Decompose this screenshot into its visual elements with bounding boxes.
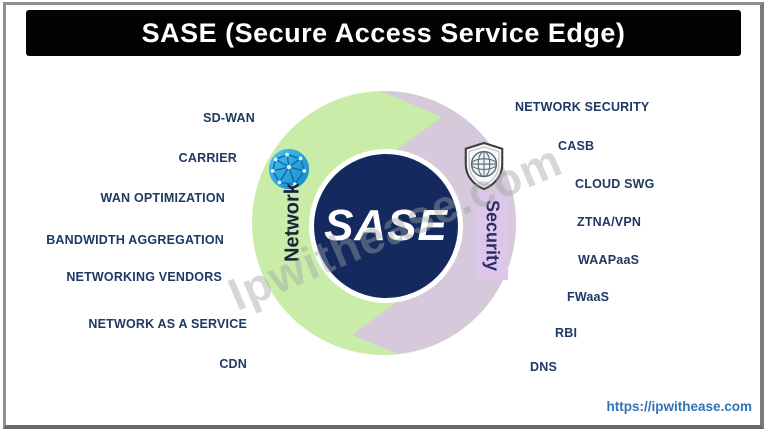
security-list-item: RBI <box>555 326 578 340</box>
network-list-item: CDN <box>219 357 247 371</box>
page-title: SASE (Secure Access Service Edge) <box>141 17 626 48</box>
security-list-item: CLOUD SWG <box>575 177 655 191</box>
security-list-item: ZTNA/VPN <box>577 215 642 229</box>
network-list-item: SD-WAN <box>203 111 255 125</box>
security-list-item: NETWORK SECURITY <box>515 100 650 114</box>
security-list-item: FWaaS <box>567 290 610 304</box>
header-bar: SASE (Secure Access Service Edge) <box>26 10 741 56</box>
shield-globe-icon <box>464 141 504 191</box>
security-arc-label: Security <box>476 192 508 280</box>
security-list-item: DNS <box>530 360 557 374</box>
network-list-item: CARRIER <box>178 151 237 165</box>
network-list-item: WAN OPTIMIZATION <box>100 191 225 205</box>
network-list-item: BANDWIDTH AGGREGATION <box>46 233 224 247</box>
network-arc-label: Network <box>281 183 304 263</box>
network-list-item: NETWORK AS A SERVICE <box>88 317 247 331</box>
footer-url-link[interactable]: https://ipwithease.com <box>606 399 752 414</box>
security-list-item: CASB <box>558 139 595 153</box>
security-list-item: WAAPaaS <box>578 253 640 267</box>
network-list-item: NETWORKING VENDORS <box>66 270 222 284</box>
center-circle <box>314 154 458 298</box>
network-globe-icon <box>268 148 310 190</box>
center-sase-label: SASE <box>324 201 448 250</box>
